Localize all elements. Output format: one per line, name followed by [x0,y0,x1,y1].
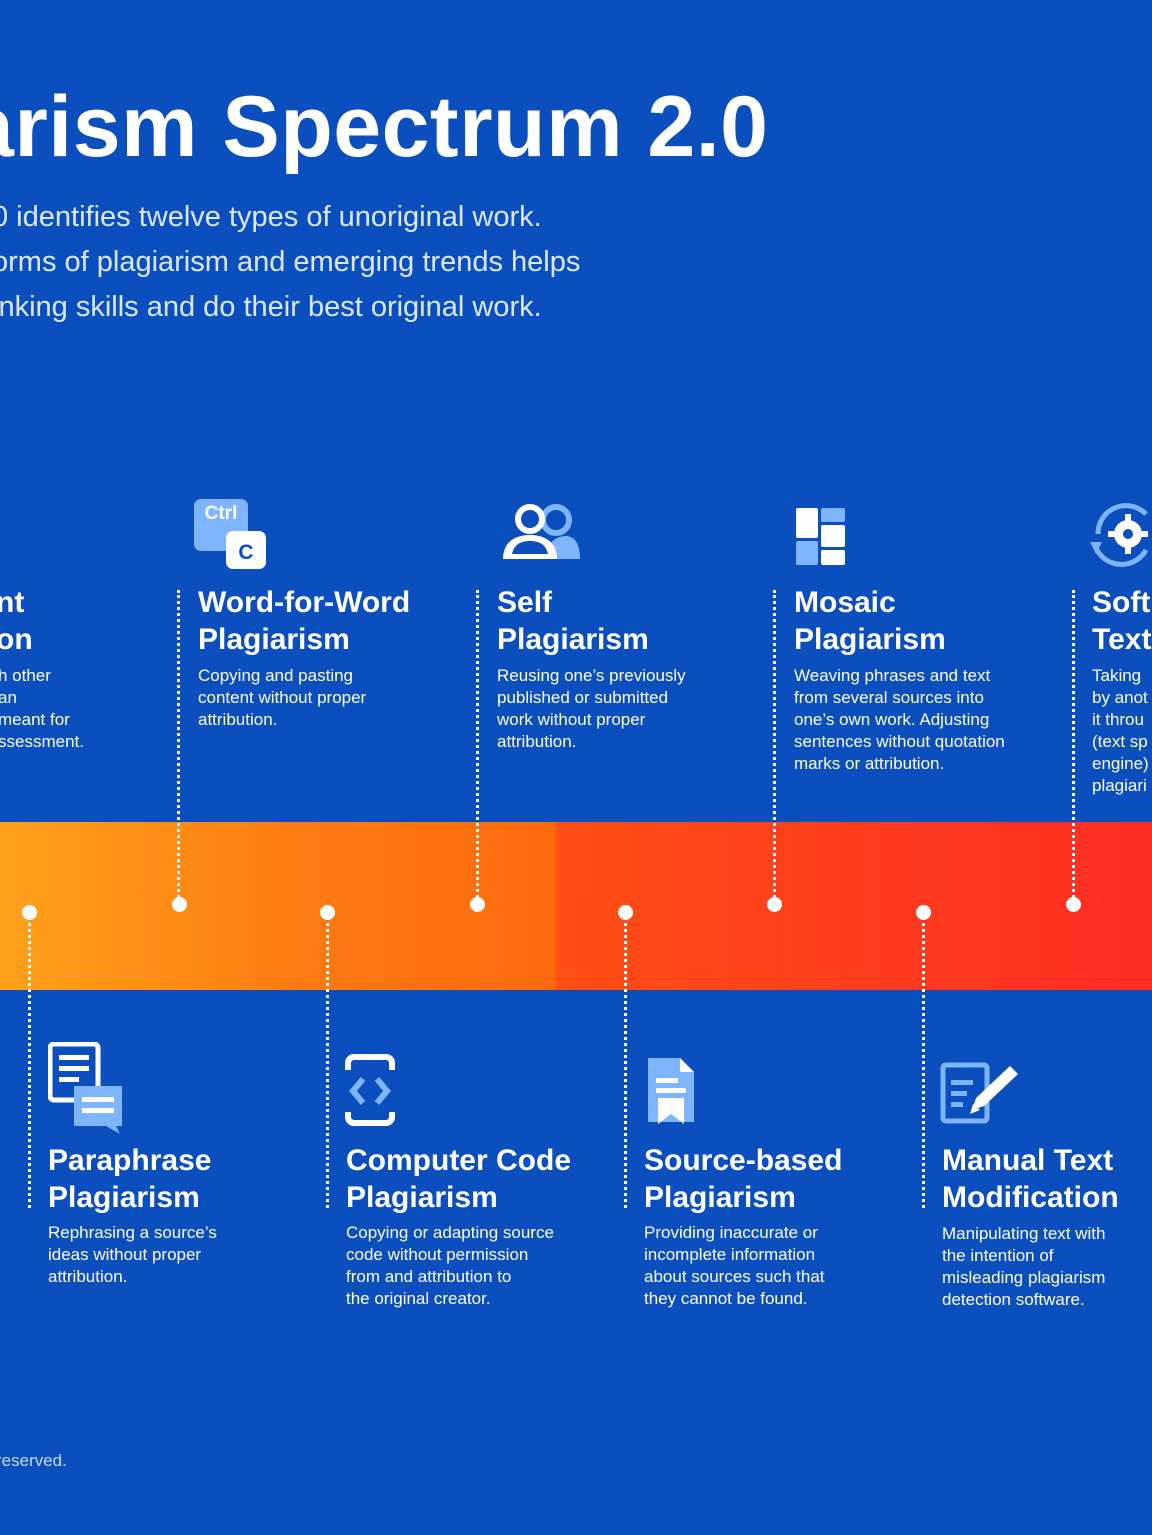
item-heading: Mosaic Plagiarism [794,586,946,656]
connector-dot [172,897,187,912]
item-heading: Self Plagiarism [497,586,649,656]
item-heading: Word-for-Word Plagiarism [198,586,411,656]
connector-line [28,912,31,1208]
intro-text: 0 identifies twelve types of unoriginal … [0,195,580,330]
code-phone-icon [345,1054,395,1126]
intro-line: inking skills and do their best original… [0,291,542,323]
copyright-footer: reserved. [0,1451,67,1470]
item-heading: Source-based Plagiarism [644,1144,843,1214]
connector-dot [470,897,485,912]
item-heading: nt on [0,586,33,656]
connector-line [476,590,479,904]
intro-line: orms of plagiarism and emerging trends h… [0,246,581,278]
item-description: Copying and pasting content without prop… [198,666,367,729]
connector-line [1072,590,1075,904]
c-label: C [238,541,253,564]
item-description: Weaving phrases and text from several so… [794,666,1005,773]
connector-line [177,590,180,904]
mosaic-icon [796,508,845,565]
chat-document-icon [48,1042,122,1134]
ctrl-label: Ctrl [205,503,238,524]
gear-refresh-icon [1090,503,1149,567]
users-icon [503,504,580,559]
spectrum-band [0,822,1152,990]
item-description: Reusing one’s previously published or su… [497,666,686,751]
item-description: Providing inaccurate or incomplete infor… [644,1223,825,1308]
connector-dot [767,897,782,912]
bookmark-document-icon [648,1058,694,1124]
ctrl-c-icon: Ctrl C [194,499,266,569]
item-description: Taking by anot it throu (text sp engine)… [1092,666,1149,795]
connector-line [922,912,925,1208]
item-heading: Soft Text [1092,586,1152,656]
edit-document-icon [940,1062,1018,1124]
connector-dot [1066,897,1081,912]
item-description: Rephrasing a source’s ideas without prop… [48,1223,217,1286]
item-description: Copying or adapting source code without … [346,1223,554,1308]
connector-line [773,590,776,904]
item-heading: Manual Text Modification [942,1144,1119,1214]
item-description: Manipulating text with the intention of … [942,1224,1106,1309]
item-description: h other an meant for ssessment. [0,666,84,751]
intro-line: 0 identifies twelve types of unoriginal … [0,201,542,233]
connector-line [624,912,627,1208]
page-title: arism Spectrum 2.0 [0,79,769,175]
item-heading: Computer Code Plagiarism [346,1144,571,1214]
connector-line [326,912,329,1208]
item-heading: Paraphrase Plagiarism [48,1144,212,1214]
